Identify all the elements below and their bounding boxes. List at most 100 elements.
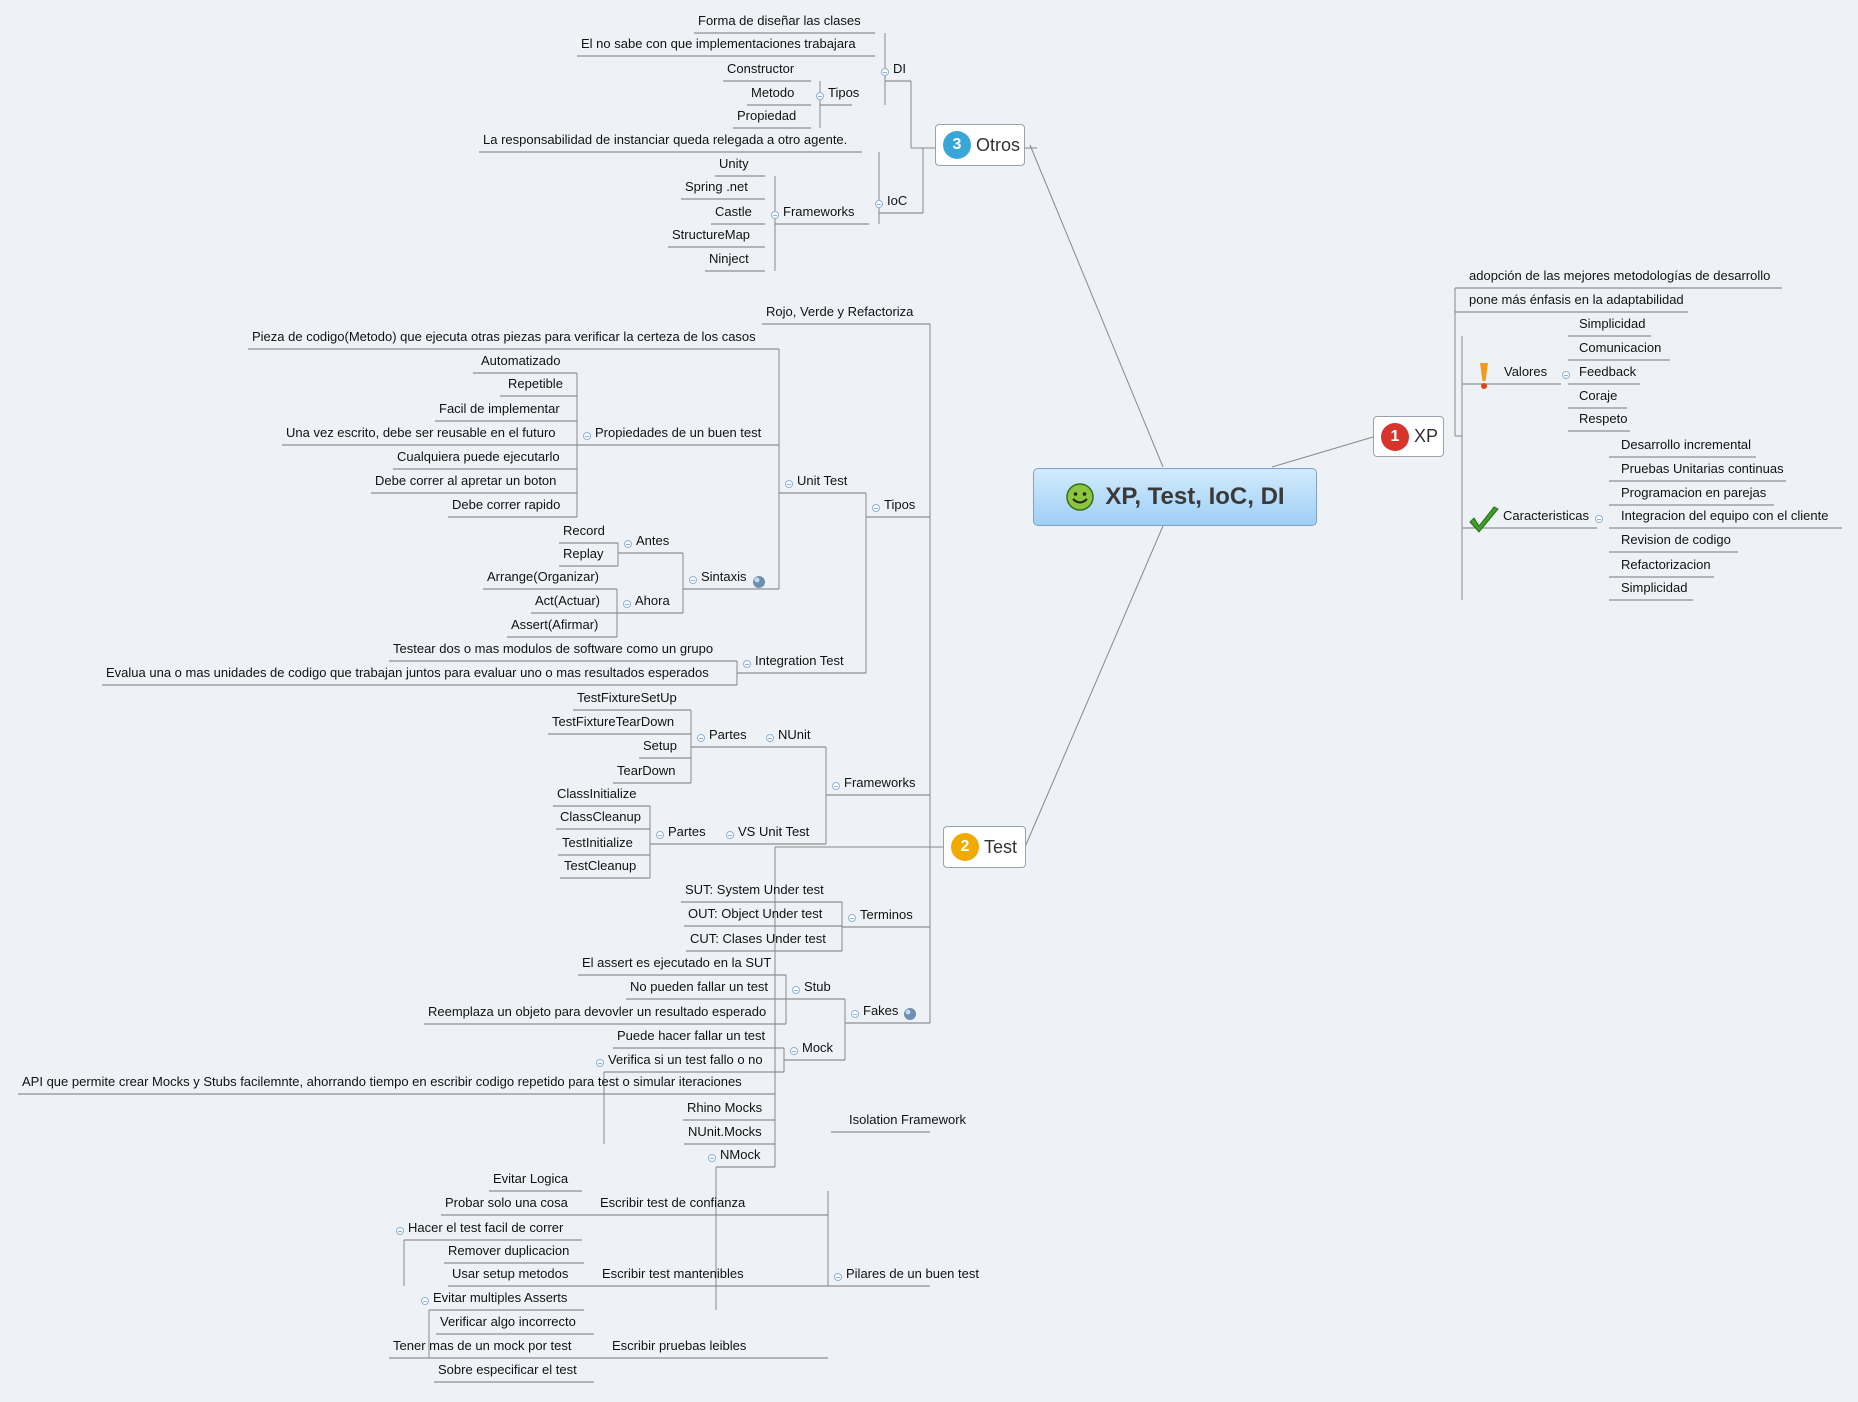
node-di-desc-1[interactable]: Forma de diseñar las clases [698, 13, 861, 28]
node-di[interactable]: DI [893, 61, 906, 76]
collapse-toggle-test-tipos[interactable] [872, 504, 880, 512]
node-isolation-desc[interactable]: API que permite crear Mocks y Stubs faci… [22, 1074, 742, 1089]
node-facil-correr[interactable]: Hacer el test facil de correr [408, 1220, 564, 1235]
node-usar-setup[interactable]: Usar setup metodos [452, 1266, 569, 1281]
node-valores[interactable]: Valores [1504, 364, 1548, 379]
collapse-toggle-di-tipos[interactable] [816, 92, 824, 100]
collapse-toggle-ioc-frameworks[interactable] [771, 211, 779, 219]
central-topic[interactable]: XP, Test, IoC, DI [1033, 468, 1317, 526]
node-xp-desc-2[interactable]: pone más énfasis en la adaptabilidad [1469, 292, 1684, 307]
node-pruebas-leibles[interactable]: Escribir pruebas leibles [612, 1338, 747, 1353]
node-mock-desc-1[interactable]: Puede hacer fallar un test [617, 1028, 766, 1043]
node-car-desarrollo-incremental[interactable]: Desarrollo incremental [1621, 437, 1752, 452]
collapse-toggle-stub[interactable] [792, 986, 800, 994]
collapse-toggle-fakes[interactable] [851, 1010, 859, 1018]
node-ahora[interactable]: Ahora [635, 593, 670, 608]
node-stub-desc-3[interactable]: Reemplaza un objeto para devovler un res… [428, 1004, 767, 1019]
node-valor-coraje[interactable]: Coraje [1579, 388, 1618, 403]
node-terminos[interactable]: Terminos [860, 907, 913, 922]
node-unit-test-desc[interactable]: Pieza de codigo(Metodo) que ejecuta otra… [252, 329, 756, 344]
node-prop-automatizado[interactable]: Automatizado [481, 353, 561, 368]
collapse-toggle-propiedades-buen-test[interactable] [583, 432, 591, 440]
node-evitar-logica[interactable]: Evitar Logica [493, 1171, 569, 1186]
topic-xp[interactable]: 1 XP [1373, 416, 1444, 457]
collapse-toggle-caracteristicas[interactable] [1595, 515, 1603, 523]
node-ioc[interactable]: IoC [887, 193, 908, 208]
node-testfixtureteardown[interactable]: TestFixtureTearDown [552, 714, 675, 729]
node-propiedad[interactable]: Propiedad [737, 108, 797, 123]
collapse-toggle-terminos[interactable] [848, 914, 856, 922]
node-classcleanup[interactable]: ClassCleanup [560, 809, 641, 824]
node-di-tipos[interactable]: Tipos [828, 85, 860, 100]
collapse-toggle-sintaxis[interactable] [689, 576, 697, 584]
node-teardown[interactable]: TearDown [617, 763, 676, 778]
collapse-toggle-ioc[interactable] [875, 200, 883, 208]
node-sobre-especificar[interactable]: Sobre especificar el test [438, 1362, 577, 1377]
node-vs-partes[interactable]: Partes [668, 824, 706, 839]
collapse-toggle-test-frameworks[interactable] [832, 782, 840, 790]
node-metodo[interactable]: Metodo [751, 85, 795, 100]
collapse-toggle-nunit[interactable] [766, 734, 774, 742]
node-caracteristicas[interactable]: Caracteristicas [1503, 508, 1589, 523]
node-nmock[interactable]: NMock [720, 1147, 761, 1162]
node-stub-desc-1[interactable]: El assert es ejecutado en la SUT [582, 955, 772, 970]
node-remover-duplicacion[interactable]: Remover duplicacion [448, 1243, 570, 1258]
node-verificar-incorrecto[interactable]: Verificar algo incorrecto [440, 1314, 576, 1329]
node-integration-test[interactable]: Integration Test [755, 653, 844, 668]
node-ninject[interactable]: Ninject [709, 251, 749, 266]
node-stub[interactable]: Stub [804, 979, 831, 994]
node-valor-feedback[interactable]: Feedback [1579, 364, 1637, 379]
node-testinitialize[interactable]: TestInitialize [562, 835, 633, 850]
node-structuremap[interactable]: StructureMap [672, 227, 751, 242]
node-car-revision-codigo[interactable]: Revision de codigo [1621, 532, 1731, 547]
collapse-toggle-antes[interactable] [624, 540, 632, 548]
collapse-toggle-valores[interactable] [1562, 371, 1570, 379]
node-testcleanup[interactable]: TestCleanup [564, 858, 637, 873]
node-integration-desc-1[interactable]: Testear dos o mas modulos de software co… [393, 641, 714, 656]
node-propiedades-buen-test[interactable]: Propiedades de un buen test [595, 425, 762, 440]
node-arrange[interactable]: Arrange(Organizar) [487, 569, 599, 584]
node-out[interactable]: OUT: Object Under test [688, 906, 823, 921]
node-setup[interactable]: Setup [643, 738, 677, 753]
collapse-toggle-ahora[interactable] [623, 600, 631, 608]
node-constructor[interactable]: Constructor [727, 61, 795, 76]
node-prop-facil[interactable]: Facil de implementar [439, 401, 560, 416]
node-valor-comunicacion[interactable]: Comunicacion [1579, 340, 1662, 355]
node-sintaxis[interactable]: Sintaxis [701, 569, 747, 584]
node-probar-una-cosa[interactable]: Probar solo una cosa [445, 1195, 568, 1210]
collapse-toggle-evitar-asserts[interactable] [421, 1297, 429, 1305]
node-sut[interactable]: SUT: System Under test [685, 882, 824, 897]
collapse-toggle-pilares-buen-test[interactable] [834, 1273, 842, 1281]
collapse-toggle-nunit-partes[interactable] [697, 734, 705, 742]
node-evitar-asserts[interactable]: Evitar multiples Asserts [433, 1290, 568, 1305]
node-nunit-mocks[interactable]: NUnit.Mocks [688, 1124, 762, 1139]
collapse-toggle-facil-correr[interactable] [396, 1227, 404, 1235]
node-prop-repetible[interactable]: Repetible [508, 376, 563, 391]
node-testfixturesetup[interactable]: TestFixtureSetUp [577, 690, 677, 705]
node-replay[interactable]: Replay [563, 546, 604, 561]
node-mock[interactable]: Mock [802, 1040, 834, 1055]
node-car-integracion-equipo[interactable]: Integracion del equipo con el cliente [1621, 508, 1829, 523]
node-rojo-verde-refactoriza[interactable]: Rojo, Verde y Refactoriza [766, 304, 914, 319]
node-record[interactable]: Record [563, 523, 605, 538]
node-stub-desc-2[interactable]: No pueden fallar un test [630, 979, 769, 994]
collapse-toggle-integration-test[interactable] [743, 660, 751, 668]
node-vs-unit-test[interactable]: VS Unit Test [738, 824, 810, 839]
node-test-frameworks[interactable]: Frameworks [844, 775, 916, 790]
node-act[interactable]: Act(Actuar) [535, 593, 601, 608]
node-ioc-desc[interactable]: La responsabilidad de instanciar queda r… [483, 132, 848, 147]
topic-test[interactable]: 2 Test [943, 826, 1026, 868]
node-assert[interactable]: Assert(Afirmar) [511, 617, 599, 632]
node-spring-net[interactable]: Spring .net [685, 179, 748, 194]
node-xp-desc-1[interactable]: adopción de las mejores metodologías de … [1469, 268, 1771, 283]
topic-otros[interactable]: 3 Otros [935, 124, 1025, 166]
node-nunit-partes[interactable]: Partes [709, 727, 747, 742]
node-prop-cualquiera[interactable]: Cualquiera puede ejecutarlo [397, 449, 560, 464]
node-car-simplicidad[interactable]: Simplicidad [1621, 580, 1688, 595]
node-cut[interactable]: CUT: Clases Under test [690, 931, 826, 946]
node-ioc-frameworks[interactable]: Frameworks [783, 204, 855, 219]
node-isolation-framework[interactable]: Isolation Framework [849, 1112, 967, 1127]
node-mock-desc-2[interactable]: Verifica si un test fallo o no [608, 1052, 763, 1067]
node-car-pruebas-unitarias[interactable]: Pruebas Unitarias continuas [1621, 461, 1784, 476]
node-fakes[interactable]: Fakes [863, 1003, 899, 1018]
